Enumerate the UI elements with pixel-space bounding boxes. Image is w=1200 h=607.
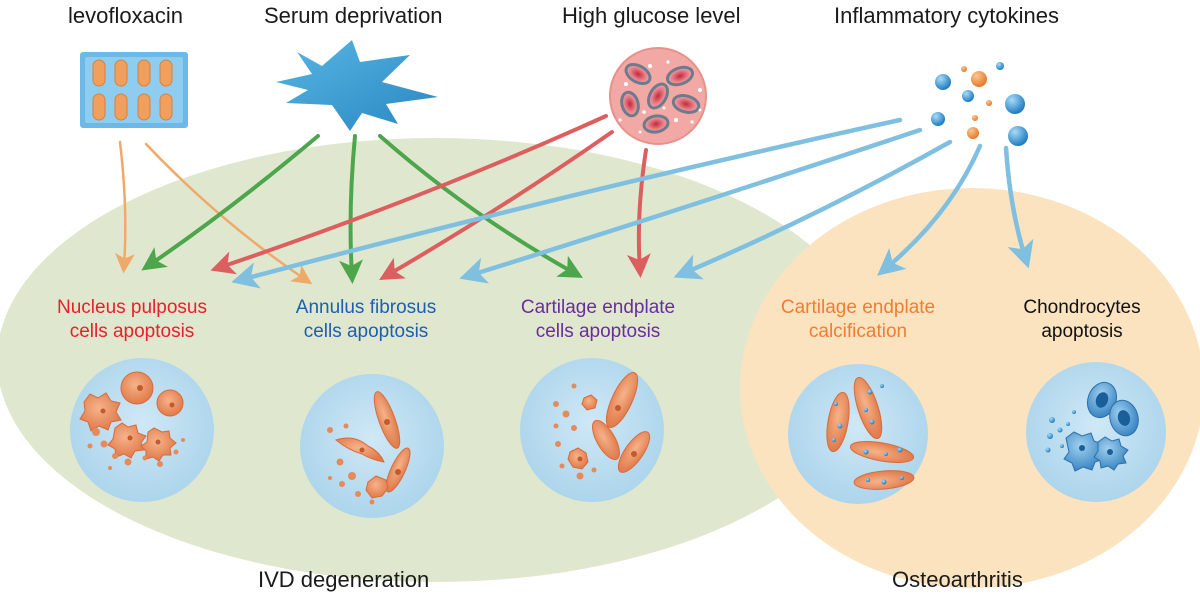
np-apoptosis-line1: Nucleus pulposus: [57, 297, 207, 318]
af-apoptosis-line2: cells apoptosis: [303, 320, 429, 342]
calcification-line1: Cartilage endplate: [780, 297, 936, 318]
cytokine-to-calc-arrow: [877, 143, 983, 276]
ivd-degeneration-label: IVD degeneration: [258, 567, 430, 592]
chondrocytes-apoptosis-line2: apoptosis: [1041, 320, 1123, 342]
np-apoptosis-line2: cells apoptosis: [69, 320, 195, 342]
serum-deprivation-label: Serum deprivation: [264, 3, 443, 28]
cytokine-to-chon-arrow: [1003, 145, 1034, 269]
glucose-to-np-arrow: [210, 114, 608, 275]
calcification-cells-icon: [788, 364, 928, 504]
serum-to-np-arrow: [141, 134, 320, 271]
ce-cells-apoptotic-cells-icon: [520, 358, 664, 502]
serum-deprivation-icon: [276, 40, 438, 131]
osteoarthritis-label: Osteoarthritis: [892, 567, 1023, 592]
af-cells-apoptotic-cells-icon: [300, 374, 444, 518]
cytokine-to-af-arrow: [459, 127, 923, 284]
levo-to-np-arrow: [114, 140, 135, 274]
cytokine-particles-icon: [931, 62, 1028, 146]
high-glucose-label: High glucose level: [562, 3, 741, 28]
glucose-to-af-arrow: [379, 130, 614, 281]
inflammatory-cytokines-label: Inflammatory cytokines: [834, 3, 1059, 28]
ce-apoptosis-line1: Cartilage endplate: [520, 297, 676, 318]
levo-to-af-arrow: [144, 142, 313, 285]
glucose-to-ce-arrow: [626, 148, 651, 278]
serum-to-af-arrow: [339, 134, 364, 284]
calcification-label: Cartilage endplate calcification: [758, 296, 958, 344]
ivd-degeneration-region: [0, 138, 873, 582]
np-apoptosis-label: Nucleus pulposus cells apoptosis: [32, 296, 232, 344]
chondrocytes-apoptotic-cells-icon: [1026, 362, 1166, 502]
ce-apoptosis-label: Cartilage endplate cells apoptosis: [498, 296, 698, 344]
chondrocytes-apoptosis-line1: Chondrocytes: [1023, 297, 1141, 318]
ce-apoptosis-line2: cells apoptosis: [535, 320, 661, 342]
glucose-blood-icon: [609, 47, 707, 145]
np-cells-apoptotic-cells-icon: [70, 358, 214, 502]
af-apoptosis-label: Annulus fibrosus cells apoptosis: [266, 296, 466, 344]
cytokine-to-ce-arrow: [673, 139, 953, 280]
af-apoptosis-line1: Annulus fibrosus: [295, 297, 437, 318]
calcification-line2: calcification: [808, 320, 908, 342]
chondrocytes-apoptosis-label: Chondrocytes apoptosis: [1002, 296, 1162, 344]
levofloxacin-label: levofloxacin: [68, 3, 183, 28]
cytokine-to-np-arrow: [231, 117, 903, 289]
pill-blister-icon: [80, 52, 188, 128]
serum-to-ce-arrow: [378, 134, 583, 278]
